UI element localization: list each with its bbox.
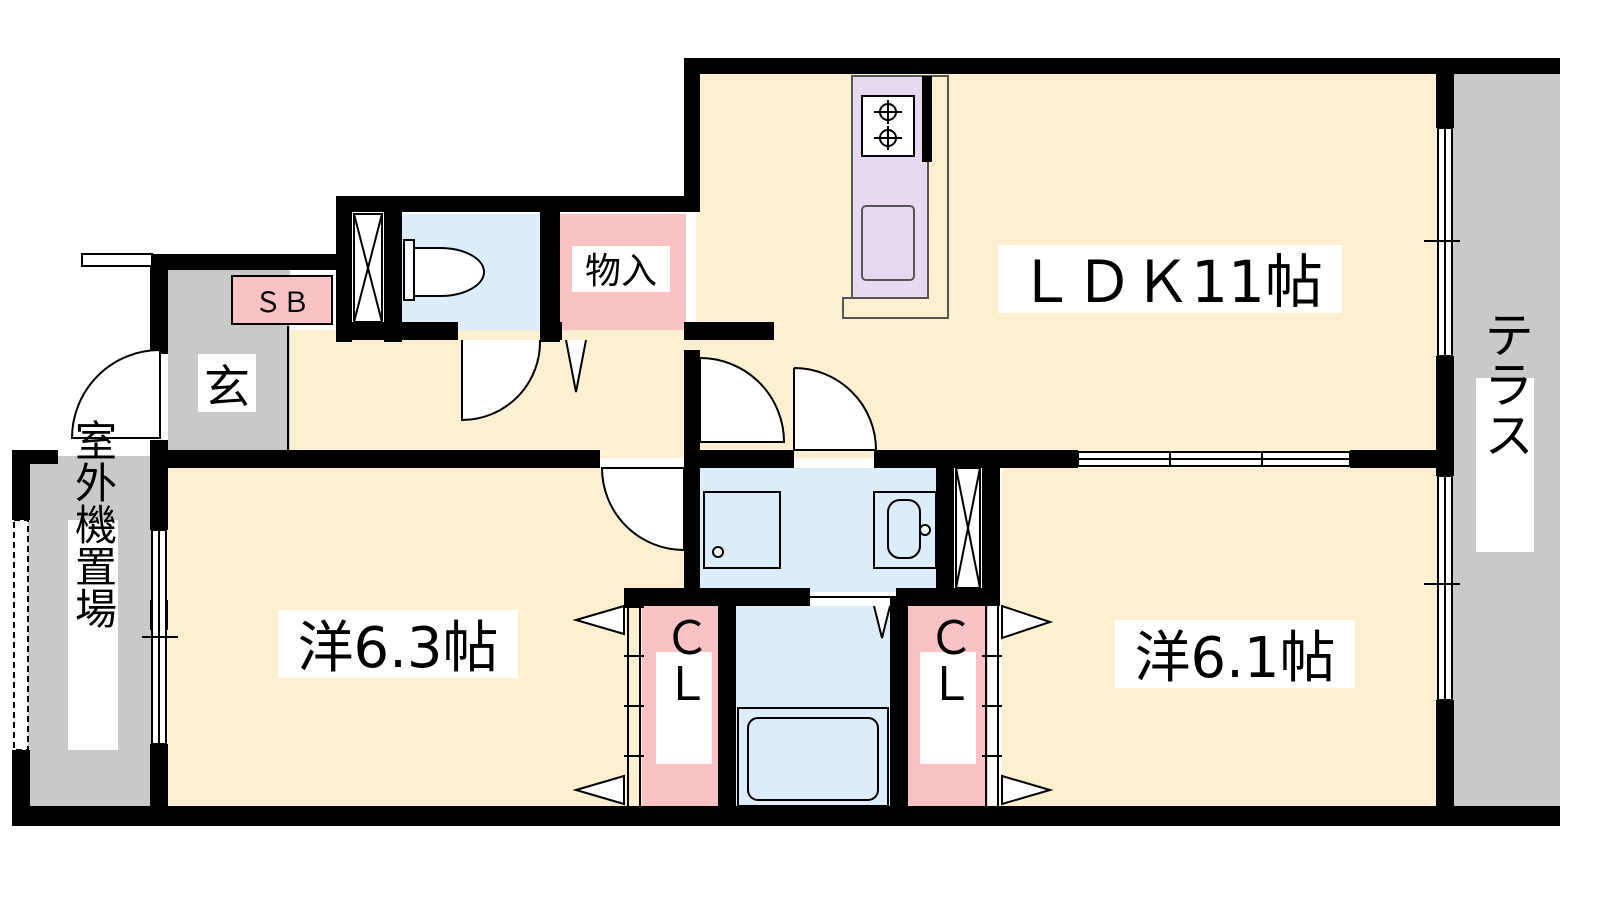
entrance-door bbox=[70, 348, 161, 439]
kitchen-partition bbox=[842, 75, 949, 319]
shoe-box-label: ＳＢ bbox=[254, 286, 310, 319]
pipe-shafts bbox=[353, 213, 981, 589]
terrace-label: テラス bbox=[1476, 309, 1534, 459]
bathtub-icon bbox=[737, 707, 889, 807]
floor-fills bbox=[18, 72, 1560, 818]
doors bbox=[70, 339, 1054, 806]
windows bbox=[13, 127, 1453, 751]
shoe-box bbox=[231, 275, 333, 325]
fixtures bbox=[231, 95, 937, 807]
washing-machine-icon bbox=[703, 491, 781, 569]
ldk-door-1 bbox=[699, 357, 786, 443]
east-bedroom-label: 洋6.1帖 bbox=[1134, 626, 1335, 691]
bath-door bbox=[873, 605, 891, 639]
toilet-icon bbox=[403, 239, 485, 301]
outdoor-unit-label: 室外機置場 bbox=[69, 419, 118, 629]
closet-east-door-a bbox=[1001, 604, 1054, 640]
wash-basin-icon bbox=[873, 491, 937, 569]
closet-east-door-b bbox=[1001, 774, 1054, 806]
sliding-tracks bbox=[624, 606, 1002, 806]
storage-door bbox=[565, 339, 587, 393]
walls bbox=[12, 58, 1560, 826]
bedroom-door bbox=[600, 467, 685, 552]
closet-west-label: ＣＬ bbox=[657, 614, 711, 706]
closet-east-label: ＣＬ bbox=[921, 614, 975, 706]
genkan-label: 玄 bbox=[204, 360, 250, 414]
ldk-label: ＬＤＫ11帖 bbox=[1017, 248, 1323, 316]
closet-west-door-b bbox=[572, 774, 625, 806]
storage-label: 物入 bbox=[585, 251, 657, 292]
window-ticks bbox=[142, 240, 1460, 638]
ldk-door-2 bbox=[793, 367, 878, 451]
toilet-door bbox=[461, 339, 542, 422]
kitchen-sink-icon bbox=[861, 205, 915, 281]
closet-west-door-a bbox=[572, 604, 625, 636]
room-labels: ＬＤＫ11帖 洋6.3帖 洋6.1帖 玄 ＳＢ 物入 ＣＬ ＣＬ テラス 室外機… bbox=[68, 245, 1534, 764]
west-bedroom-label: 洋6.3帖 bbox=[297, 616, 498, 681]
stove-icon bbox=[861, 95, 915, 157]
